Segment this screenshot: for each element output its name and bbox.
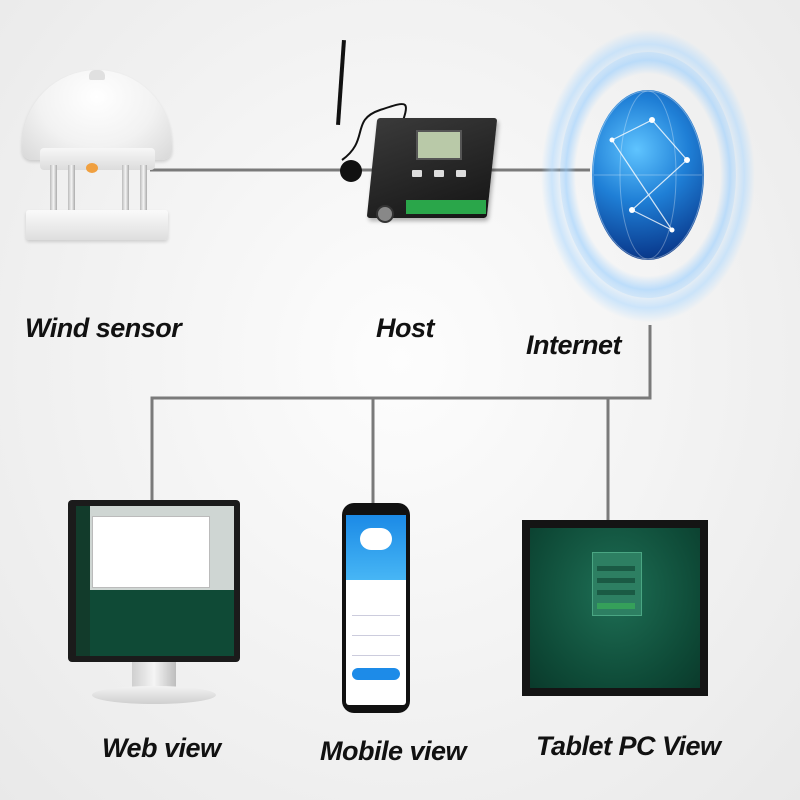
host-button <box>412 170 422 177</box>
sensor-rod <box>140 165 147 225</box>
sensor-rod <box>122 165 129 225</box>
phone-login-button <box>352 668 400 680</box>
mobile-view-label: Mobile view <box>320 736 467 766</box>
phone-login-field <box>352 655 400 656</box>
host-button <box>434 170 444 177</box>
tablet-login-row <box>597 590 635 595</box>
host-connector-jack <box>376 205 394 223</box>
monitor-sidebar <box>76 506 90 656</box>
cloud-icon <box>360 528 392 550</box>
sensor-indicator <box>86 163 98 173</box>
globe-network-lines <box>592 90 704 260</box>
sensor-rod <box>68 165 75 225</box>
monitor-stand-neck <box>132 662 176 690</box>
monitor-stand-base <box>92 686 216 704</box>
host-button <box>456 170 466 177</box>
web-view-label: Web view <box>102 733 221 763</box>
wind-sensor-label: Wind sensor <box>25 313 182 343</box>
tablet-login-row <box>597 566 635 571</box>
phone-login-field <box>352 635 400 636</box>
host-terminal-block <box>406 200 486 214</box>
globe <box>592 90 704 260</box>
phone-login-field <box>352 615 400 616</box>
internet-label: Internet <box>526 330 622 360</box>
tablet-login-row <box>597 578 635 583</box>
sensor-base <box>26 210 168 240</box>
sensor-top-nub <box>89 70 105 80</box>
sensor-ring <box>40 148 155 170</box>
tablet-login-button <box>597 603 635 609</box>
monitor-data-table <box>92 516 210 588</box>
host-lcd-display <box>416 130 462 160</box>
monitor-dashboard-area <box>90 590 234 656</box>
connector-internet-down <box>150 325 652 503</box>
sensor-rod <box>50 165 57 225</box>
tablet-view-label: Tablet PC View <box>536 731 721 761</box>
antenna-base <box>340 160 362 182</box>
host-label: Host <box>376 313 435 343</box>
